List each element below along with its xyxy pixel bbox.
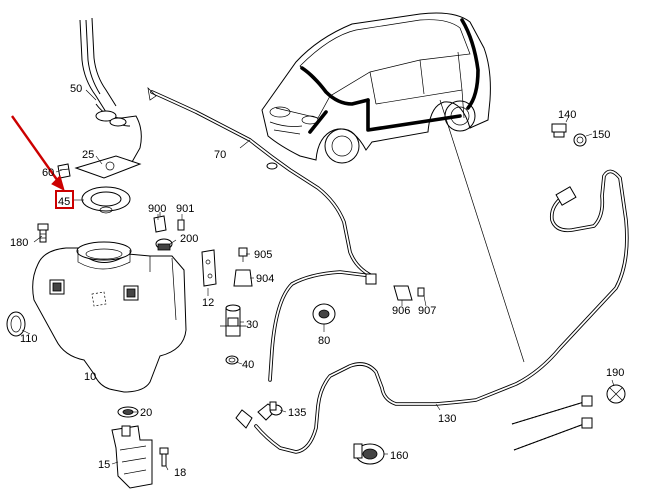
part-150-clip (573, 133, 587, 147)
label-200: 200 (180, 233, 198, 245)
label-40: 40 (242, 359, 254, 371)
part-130-connector (555, 186, 577, 206)
label-900: 900 (148, 203, 166, 215)
part-906-connector (393, 285, 413, 301)
label-135: 135 (288, 407, 306, 419)
part-901-plug (177, 219, 185, 231)
label-45: 45 (58, 196, 70, 208)
label-140: 140 (558, 109, 576, 121)
label-905: 905 (254, 249, 272, 261)
part-labels: 50 25 60 45 180 900 901 200 12 905 904 3… (10, 83, 624, 479)
part-907-plug (417, 287, 425, 297)
part-50-filler-pipe (79, 17, 142, 163)
label-60: 60 (42, 167, 54, 179)
part-200-grommet (155, 238, 173, 251)
label-15: 15 (98, 459, 110, 471)
part-30-pump (220, 304, 246, 337)
label-160: 160 (390, 450, 408, 462)
part-905-cap (238, 247, 248, 262)
part-140-nozzle (551, 123, 567, 138)
part-18-screw (159, 447, 169, 467)
part-900-grommet (153, 212, 167, 233)
label-80: 80 (318, 335, 330, 347)
label-10: 10 (84, 371, 96, 383)
label-70: 70 (214, 149, 226, 161)
part-80-grommet (312, 303, 336, 325)
part-70-hose (147, 86, 377, 382)
part-40-seal (225, 355, 239, 365)
highlight-box (55, 190, 74, 209)
label-30: 30 (246, 319, 258, 331)
leader-lines (21, 89, 615, 471)
part-135-clip (269, 401, 283, 416)
part-180-bolt (37, 223, 49, 243)
label-18: 18 (174, 467, 186, 479)
part-15-bracket (111, 425, 153, 489)
hose-route-line (439, 99, 525, 363)
highlight-arrow-shaft (11, 115, 61, 185)
label-12: 12 (202, 297, 214, 309)
part-20-grommet (117, 406, 139, 418)
highlight-annotation (11, 115, 74, 209)
part-12-bracket (201, 249, 217, 287)
label-130: 130 (438, 413, 456, 425)
label-25: 25 (82, 149, 94, 161)
label-110: 110 (20, 333, 38, 345)
part-25-cap (74, 155, 142, 179)
label-901: 901 (176, 203, 194, 215)
part-904-connector (233, 269, 253, 287)
part-160-clip (353, 443, 385, 465)
part-110-cap (6, 311, 26, 337)
label-150: 150 (592, 129, 610, 141)
label-190: 190 (606, 367, 624, 379)
part-190-heated-hose (511, 384, 626, 451)
label-20: 20 (140, 407, 152, 419)
label-906: 906 (392, 305, 410, 317)
part-45-seal-ring (81, 186, 131, 214)
label-50: 50 (70, 83, 82, 95)
part-60-small-cap (57, 163, 71, 179)
vehicle-outline (261, 12, 491, 164)
highlight-arrow-head (51, 175, 65, 191)
part-10-washer-tank (32, 241, 187, 393)
label-907: 907 (418, 305, 436, 317)
label-180: 180 (10, 237, 28, 249)
label-904: 904 (256, 273, 274, 285)
